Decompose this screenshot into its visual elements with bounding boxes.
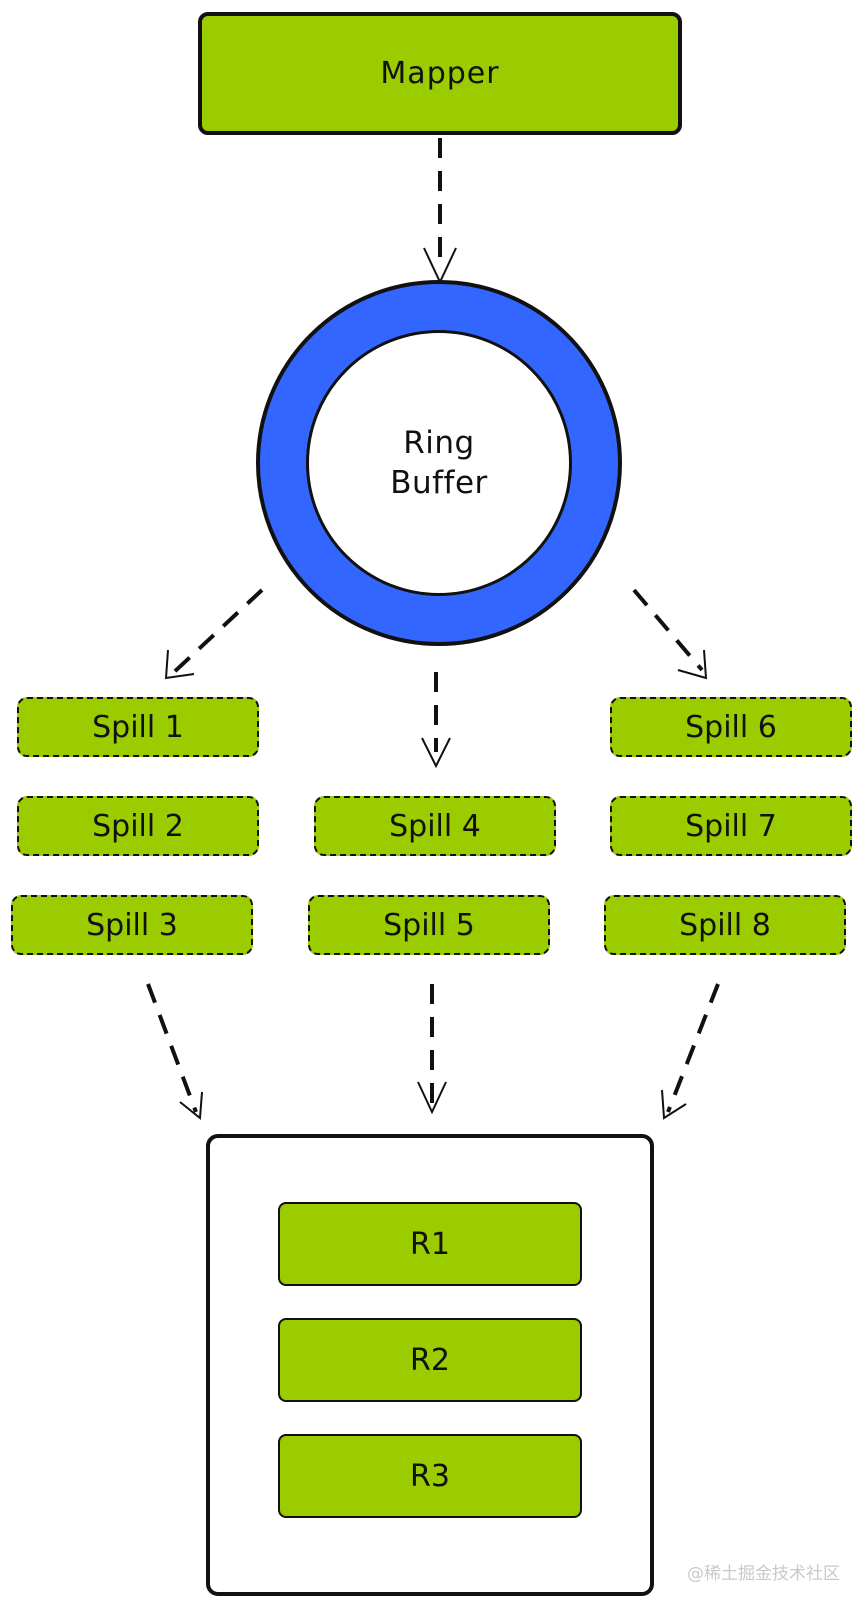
arrowhead-middle-spills-to-reducer bbox=[417, 1081, 447, 1115]
arrow-right-spills-to-reducer bbox=[666, 983, 720, 1113]
spill-label: Spill 8 bbox=[679, 907, 771, 943]
arrowhead-left-spills-to-reducer bbox=[179, 1091, 203, 1120]
arrowhead-right-spills-to-reducer bbox=[661, 1089, 687, 1120]
arrow-ring-to-left-spills bbox=[170, 588, 264, 676]
spill-node-8: Spill 8 bbox=[604, 895, 846, 955]
arrow-ring-to-right-spills bbox=[632, 588, 704, 672]
spill-label: Spill 6 bbox=[685, 709, 777, 745]
reducer-label: R2 bbox=[410, 1342, 450, 1378]
spill-label: Spill 4 bbox=[389, 808, 481, 844]
mapper-node: Mapper bbox=[198, 12, 682, 135]
reducer-node-r3: R3 bbox=[278, 1434, 582, 1518]
ring-buffer-label: Ring Buffer bbox=[390, 425, 488, 501]
mapper-label: Mapper bbox=[380, 56, 500, 91]
reducer-node-r1: R1 bbox=[278, 1202, 582, 1286]
ring-buffer-center: Ring Buffer bbox=[306, 330, 572, 596]
arrowhead-ring-to-left-spills bbox=[164, 649, 195, 680]
spill-node-4: Spill 4 bbox=[314, 796, 556, 856]
watermark: @稀土掘金技术社区 bbox=[687, 1564, 840, 1584]
spill-label: Spill 5 bbox=[383, 907, 475, 943]
spill-node-1: Spill 1 bbox=[17, 697, 259, 757]
spill-node-3: Spill 3 bbox=[11, 895, 253, 955]
arrowhead-ring-to-middle-spills bbox=[421, 737, 451, 769]
spill-label: Spill 3 bbox=[86, 907, 178, 943]
arrowhead-ring-to-right-spills bbox=[677, 649, 708, 680]
spill-label: Spill 7 bbox=[685, 808, 777, 844]
reducer-label: R3 bbox=[410, 1458, 450, 1494]
spill-node-7: Spill 7 bbox=[610, 796, 852, 856]
spill-label: Spill 1 bbox=[92, 709, 184, 745]
arrow-left-spills-to-reducer bbox=[146, 983, 198, 1113]
reducer-label: R1 bbox=[410, 1226, 450, 1262]
spill-node-5: Spill 5 bbox=[308, 895, 550, 955]
spill-node-2: Spill 2 bbox=[17, 796, 259, 856]
spill-label: Spill 2 bbox=[92, 808, 184, 844]
reducer-node-r2: R2 bbox=[278, 1318, 582, 1402]
spill-node-6: Spill 6 bbox=[610, 697, 852, 757]
